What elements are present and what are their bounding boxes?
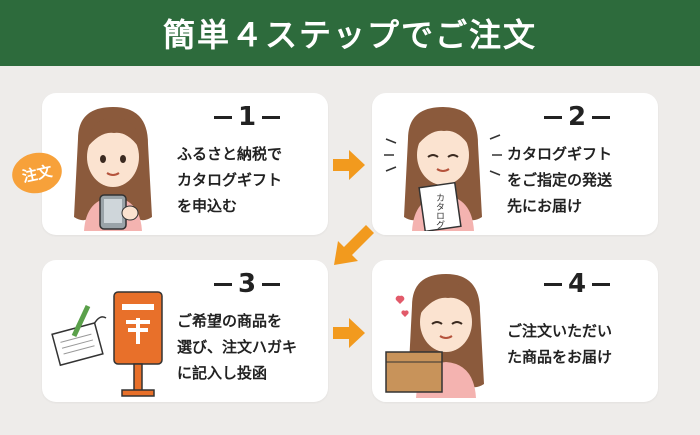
arrow-down-left-icon xyxy=(334,225,374,265)
step-description: カタログギフト をご指定の発送 先にお届け xyxy=(507,145,613,215)
arrow-right-icon xyxy=(333,150,365,180)
woman-with-package-illustration xyxy=(385,274,484,398)
step-description: ご希望の商品を 選び、注文ハガキ に記入し投函 xyxy=(177,312,298,382)
page-title: 簡単４ステップでご注文 xyxy=(162,16,537,54)
order-badge-label: 注文 xyxy=(20,161,54,186)
catalog-book-label: カタログ xyxy=(434,193,444,229)
step-card-2: カタログ 2 カタログギフト をご指定の発送 先にお届け xyxy=(372,93,658,235)
step-card-1: 注文 1 ふるさと納税で カタログギフト を申込む xyxy=(8,93,328,235)
woman-with-phone-illustration xyxy=(74,107,152,231)
step-description: ふるさと納税で カタログギフト を申込む xyxy=(177,145,283,215)
postcard-and-mailbox-illustration xyxy=(51,291,163,397)
step-card-3: 3 ご希望の商品を 選び、注文ハガキ に記入し投函 xyxy=(42,260,328,402)
step-description: ご注文いただい た商品をお届け xyxy=(507,322,613,366)
woman-with-catalog-illustration xyxy=(384,107,502,231)
header-banner: 簡単４ステップでご注文 xyxy=(0,0,700,66)
arrow-right-icon xyxy=(333,318,365,348)
step-number: 3 xyxy=(177,269,317,299)
step-number: 1 xyxy=(177,102,317,132)
step-card-4: 4 ご注文いただい た商品をお届け xyxy=(372,260,658,402)
step-number: 4 xyxy=(507,269,647,299)
step-number: 2 xyxy=(507,102,647,132)
